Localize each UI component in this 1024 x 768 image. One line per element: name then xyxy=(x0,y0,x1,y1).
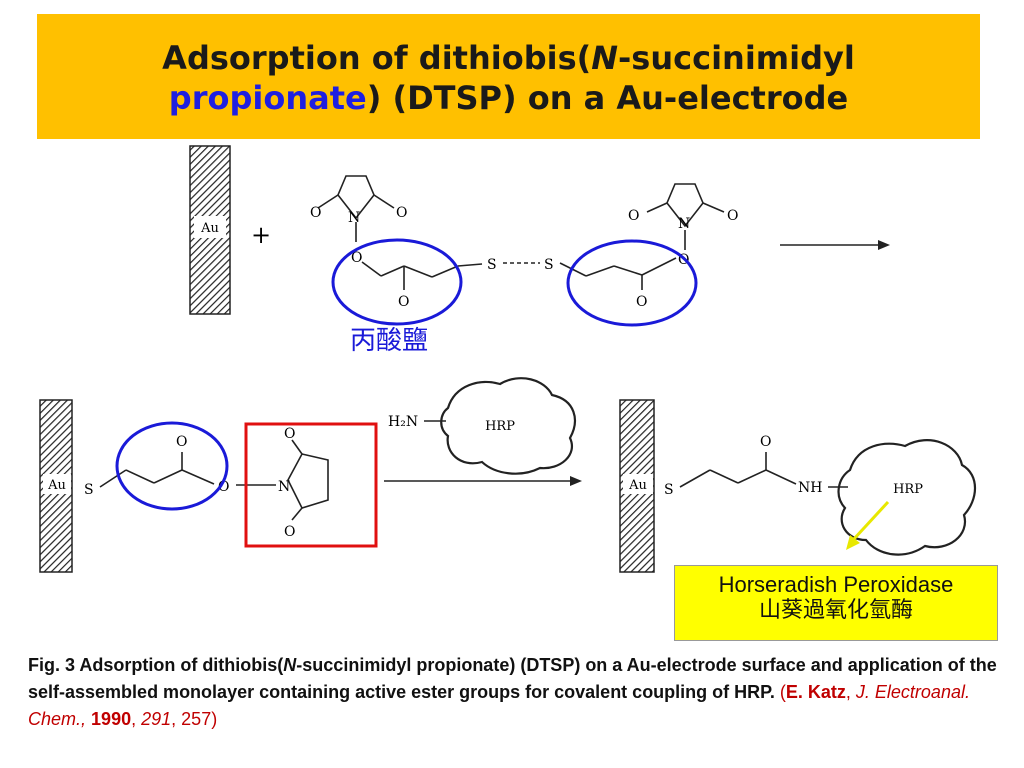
caption-journal: J. Electroanal. Chem., xyxy=(28,682,970,729)
title-part2: -succinimidyl xyxy=(618,39,855,77)
atom-n-b: N xyxy=(278,479,290,495)
atom-o-tl3: O xyxy=(351,250,362,266)
electrode-top: Au xyxy=(189,145,231,315)
atom-o-b3: O xyxy=(284,426,295,442)
hrp-name-cn: 山葵過氧化氫酶 xyxy=(758,598,913,623)
hrp-enzyme-product xyxy=(837,439,976,556)
title-part4: ) (DTSP) on a Au-electrode xyxy=(366,79,849,117)
plus-sign: + xyxy=(251,221,271,249)
atom-nh: NH xyxy=(798,480,822,496)
title-banner: Adsorption of dithiobis(N-succinimidyl p… xyxy=(37,14,980,139)
succinimide-highlight-square xyxy=(244,422,378,548)
atom-o-tl2: O xyxy=(396,205,407,221)
title-italic-n: N xyxy=(591,39,619,77)
figure-caption: Fig. 3 Adsorption of dithiobis(N-succini… xyxy=(28,652,998,733)
caption-open-paren: ( xyxy=(779,682,786,702)
hrp-label-product: HRP xyxy=(893,482,923,497)
caption-pages: , 257) xyxy=(171,709,218,729)
atom-n-tr: N xyxy=(678,216,690,232)
reaction-arrow-top xyxy=(780,240,890,250)
atom-o-tl: O xyxy=(310,205,321,221)
reaction-arrow-bottom xyxy=(384,476,582,486)
atom-o-tr1: O xyxy=(636,294,647,310)
title-part1: Adsorption of dithiobis( xyxy=(162,39,592,77)
ester-chain xyxy=(99,439,329,521)
hrp-pointer-arrow xyxy=(846,500,890,550)
au-label-br: Au xyxy=(628,478,647,493)
propionate-chinese-label: 丙酸鹽 xyxy=(350,326,429,356)
succinimide-left xyxy=(317,175,483,290)
caption-comma2: , xyxy=(131,709,137,729)
propionate-circle-right xyxy=(566,239,698,327)
succinimide-right xyxy=(559,183,725,290)
h2n-label: H₂N xyxy=(388,414,418,430)
atom-o-tl4: O xyxy=(398,294,409,310)
atom-s-2: S xyxy=(544,257,554,273)
atom-o-b2: O xyxy=(218,479,229,495)
atom-s-1: S xyxy=(487,257,497,273)
electrode-bottom-right: Au xyxy=(619,399,655,573)
atom-o-tr3: O xyxy=(628,208,639,224)
propionate-circle-left xyxy=(331,238,463,326)
hrp-label-reagent: HRP xyxy=(485,419,515,434)
hrp-name-en: Horseradish Peroxidase xyxy=(718,572,954,597)
caption-italic-n: N xyxy=(283,655,297,675)
electrode-bottom-left: Au xyxy=(39,399,73,573)
atom-o-b1: O xyxy=(176,434,187,450)
caption-body: -succinimidyl propionate) (DTSP) on a Au… xyxy=(28,655,997,702)
atom-o-tr4: O xyxy=(727,208,738,224)
amide-chain xyxy=(679,452,848,488)
hrp-enzyme-reagent xyxy=(440,377,576,475)
atom-s-bl: S xyxy=(84,482,94,498)
caption-author: E. Katz xyxy=(785,682,846,702)
hrp-name-box: Horseradish Peroxidase 山葵過氧化氫酶 xyxy=(674,565,998,641)
caption-year: 1990 xyxy=(91,709,132,729)
title-propionate: propionate xyxy=(168,79,367,117)
caption-volume: 291 xyxy=(141,709,172,729)
au-label-top: Au xyxy=(200,221,219,236)
caption-prefix: Fig. 3 Adsorption of dithiobis( xyxy=(28,655,284,675)
atom-o-b4: O xyxy=(284,524,295,540)
au-label-bl: Au xyxy=(47,478,66,493)
caption-comma1: , xyxy=(845,682,851,702)
atom-s-br: S xyxy=(664,482,674,498)
propionate-circle-bottom xyxy=(115,421,229,511)
atom-o-br: O xyxy=(760,434,771,450)
atom-n-tl: N xyxy=(348,210,360,226)
